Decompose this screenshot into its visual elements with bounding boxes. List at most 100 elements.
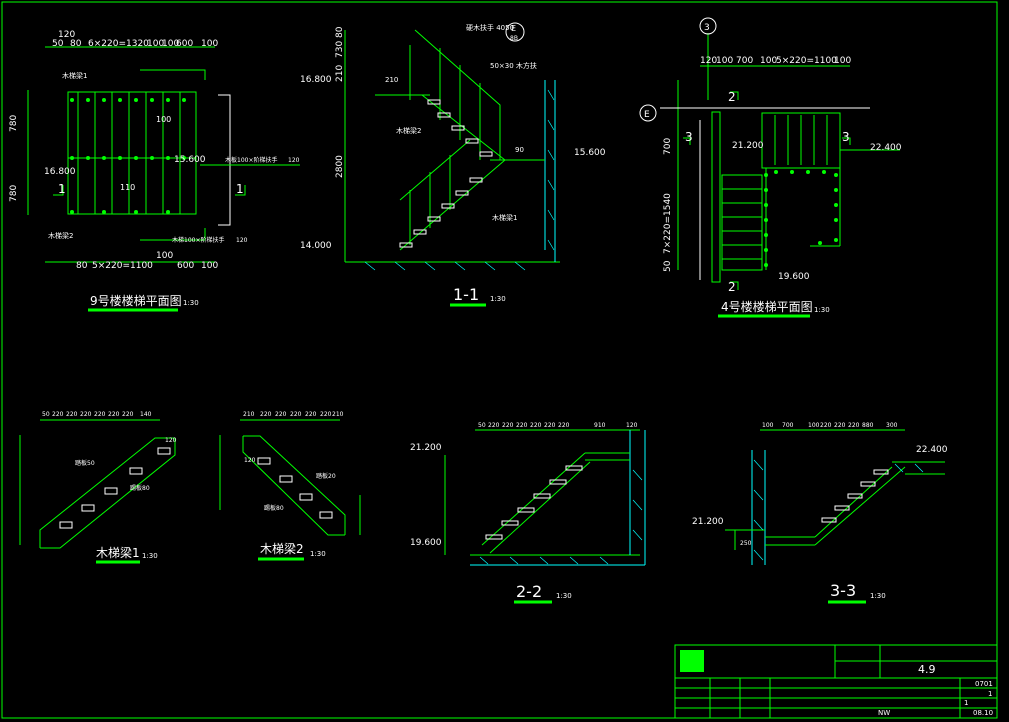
tb-note: 08.10: [973, 709, 993, 717]
title-block-text: 4.9 0701 NW 1 1 08.10: [878, 663, 993, 717]
s33-level2: 21.200: [692, 517, 724, 527]
plan-4-dots: [764, 170, 838, 267]
b2-dim-l: 120: [244, 457, 256, 464]
s11-level1: 16.800: [300, 75, 332, 85]
s33-title: 3-3: [830, 581, 856, 600]
s11-scale: 1:30: [490, 295, 506, 303]
p4-topdim: 5×220=1100: [776, 56, 837, 66]
p4-grid-top: 3: [704, 23, 710, 33]
s22-topdim: 220: [558, 422, 570, 429]
p4-level3: 19.600: [778, 272, 810, 282]
b1-topdim: 220: [66, 411, 78, 418]
beam-1-text: 50 220 220 220 220 220 220 140 踏板50 踢板80…: [42, 411, 177, 492]
s11-dim: 80: [335, 26, 345, 38]
s22-topdim: 120: [626, 422, 638, 429]
s33-topdim: 220: [820, 422, 832, 429]
p4-mark3l: 3: [685, 130, 693, 144]
b1-topdim: 220: [80, 411, 92, 418]
s22-topdim: 220: [530, 422, 542, 429]
s22-level1: 21.200: [410, 443, 442, 453]
s33-topdim: 700: [782, 422, 794, 429]
s11-dim: 730: [335, 41, 345, 58]
p4-title: 4号楼楼梯平面图: [721, 299, 813, 314]
s22-topdim: 220: [502, 422, 514, 429]
p4-topdim: 700: [736, 56, 753, 66]
s22-topdim: 220: [544, 422, 556, 429]
section-3-3-treads: [821, 469, 889, 523]
b1-title: 木梯梁1: [96, 545, 140, 560]
tb-sheet: 4.9: [918, 663, 936, 676]
plan9-topdim: 50: [52, 39, 64, 49]
s11-beam2: 木梯梁2: [396, 126, 421, 135]
p4-scale: 1:30: [814, 306, 830, 314]
b2-scale: 1:30: [310, 550, 326, 558]
plan9-level-right: 15.600: [174, 155, 206, 165]
b2-topdim: 220: [320, 411, 332, 418]
plan-9-dots: [70, 98, 186, 214]
b2-topdim: 210: [332, 411, 344, 418]
b2-note-a: 踏板20: [316, 472, 336, 480]
s33-topdim: 220: [848, 422, 860, 429]
p4-level2: 22.400: [870, 143, 902, 153]
plan9-topdim: 600: [176, 39, 193, 49]
b1-dim-r: 120: [165, 437, 177, 444]
s33-d250: 250: [740, 540, 752, 547]
p4-grid-top-circle: [699, 17, 717, 35]
s33-topdim: 880: [862, 422, 874, 429]
plan9-rail-note: 木板100×阶梯扶手: [225, 156, 277, 164]
plan9-leftdim: 780: [9, 185, 19, 202]
s11-title: 1-1: [453, 285, 479, 304]
s33-topdim: 100: [808, 422, 820, 429]
p4-mark3r: 3: [842, 130, 850, 144]
title-block-logo: [680, 650, 704, 672]
s22-topdim: 220: [516, 422, 528, 429]
b2-topdim: 220: [305, 411, 317, 418]
beam-1-drawing: [19, 419, 176, 549]
section-2-2-treads: [485, 465, 583, 540]
title-block: [674, 644, 998, 719]
plan9-level-left: 16.800: [44, 167, 76, 177]
plan9-bottomdim: 80: [76, 261, 88, 271]
s22-scale: 1:30: [556, 592, 572, 600]
plan9-scale: 1:30: [183, 299, 199, 307]
s11-d90: 90: [515, 146, 524, 154]
section-1-1-text: 80 730 210 2800 16.800 15.600 14.000 硬木扶…: [300, 23, 606, 251]
plan9-leftdim: 780: [9, 115, 19, 132]
plan9-bottomdim: 600: [177, 261, 194, 271]
p4-mark2b: 2: [728, 280, 736, 294]
plan9-dim120b: 120: [236, 237, 248, 244]
plan-9-drawing: [27, 46, 300, 263]
plan9-dim120: 120: [288, 157, 300, 164]
section-3-3-text: 100 700 100 220 220 220 880 300 22.400 2…: [692, 422, 948, 547]
s11-level3: 14.000: [300, 241, 332, 251]
b2-topdim: 220: [260, 411, 272, 418]
plan-9-dim-text: 120 50 80 6×220=1320 100 100 600 100 80 …: [9, 30, 300, 271]
p4-topdim: 100: [834, 56, 851, 66]
s33-topdim: 300: [886, 422, 898, 429]
b1-topdim: 220: [94, 411, 106, 418]
plan9-bottomdim: 100: [201, 261, 218, 271]
s33-level1: 22.400: [916, 445, 948, 455]
plan9-rail-note2: 木梯100×阶梯扶手: [172, 236, 224, 244]
section-3-3-hatch: [753, 459, 924, 561]
plan9-inner: 100: [156, 115, 171, 124]
section-3-3-drawing: [725, 429, 945, 565]
s11-d210: 210: [385, 76, 398, 84]
plan9-beam1: 木梯梁1: [62, 71, 87, 80]
s11-level2: 15.600: [574, 148, 606, 158]
b1-topdim: 220: [52, 411, 64, 418]
beam-2-drawing: [219, 419, 361, 536]
tb-rev1: 1: [964, 699, 968, 707]
p4-topdim: 100: [760, 56, 777, 66]
p4-grid-left-circle: [639, 104, 657, 122]
b2-topdim: 220: [290, 411, 302, 418]
plan9-topdim: 100: [162, 39, 179, 49]
b1-topdim: 220: [122, 411, 134, 418]
p4-grid-left: E: [644, 110, 650, 120]
p4-leftdim: 700: [663, 138, 673, 155]
section-2-2-hatch: [479, 469, 643, 565]
b2-title: 木梯梁2: [260, 541, 304, 556]
section-2-2-drawing: [444, 429, 646, 566]
